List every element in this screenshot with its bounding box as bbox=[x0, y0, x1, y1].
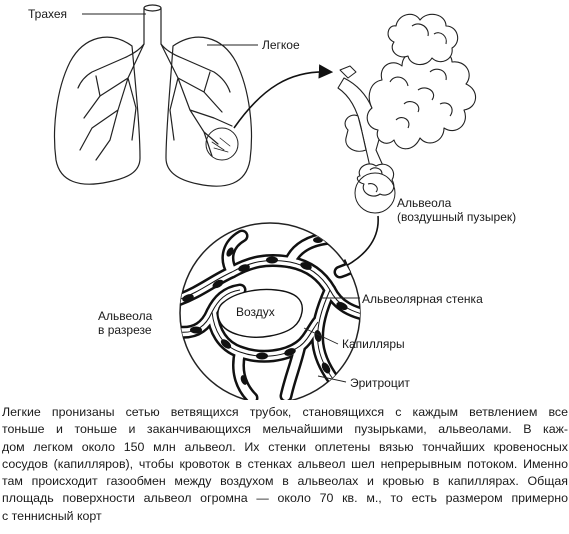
label-alveolar-wall: Альвеолярная стенка bbox=[362, 292, 483, 306]
label-alveolus: Альвеола (воздушный пузырек) bbox=[397, 196, 516, 224]
lungs bbox=[53, 4, 253, 187]
arrow-to-alveoli bbox=[233, 64, 334, 129]
right-bronchi bbox=[160, 43, 233, 157]
label-air: Воздух bbox=[236, 305, 275, 319]
air-space bbox=[217, 288, 303, 338]
label-alveolus-section: Альвеола в разрезе bbox=[98, 309, 152, 337]
capillaries-leader bbox=[303, 327, 339, 345]
caption-line: тоньше и тоньше и заканчивающихся мельча… bbox=[2, 422, 568, 437]
label-trachea: Трахея bbox=[28, 7, 68, 21]
label-alveolus-section-line-2: в разрезе bbox=[98, 323, 152, 337]
caption-line: Легкие пронизаны сетью ветвящихся трубок… bbox=[2, 405, 568, 419]
caption-line: дом легком около 150 млн альвеол. Их сте… bbox=[2, 439, 568, 454]
caption-line: площадь поверхности альвеол огромна — ок… bbox=[2, 491, 568, 506]
caption-line: сосудов (капилляров), чтобы кровоток в с… bbox=[2, 456, 568, 471]
label-alveolus-section-line-1: Альвеола bbox=[98, 309, 153, 323]
label-erythrocyte: Эритроцит bbox=[350, 376, 410, 390]
left-bronchi bbox=[79, 43, 145, 161]
caption-line: там происходит газообмен между воздухом … bbox=[2, 474, 568, 489]
right-lung-outline bbox=[165, 36, 253, 187]
label-alveolus-line-1: Альвеола bbox=[397, 196, 452, 210]
section-leaders bbox=[303, 297, 360, 383]
label-alveolus-line-2: (воздушный пузырек) bbox=[397, 210, 517, 224]
alveolus-cross-section bbox=[179, 222, 361, 404]
label-lung: Легкое bbox=[262, 38, 300, 52]
alveoli-cluster bbox=[337, 13, 477, 197]
left-lung-outline bbox=[53, 36, 141, 185]
caption: Легкие пронизаны сетью ветвящихся трубок… bbox=[2, 404, 568, 525]
erythrocyte-leader bbox=[317, 375, 347, 383]
erythrocytes bbox=[182, 237, 348, 385]
trachea-shape bbox=[77, 7, 231, 93]
lung-diagram: Трахея Легкое Альвеола (воздушный пузыре… bbox=[28, 4, 516, 404]
alveolar-sacs bbox=[366, 50, 477, 150]
trachea-top bbox=[143, 4, 162, 12]
caption-line: с теннисный корт bbox=[2, 508, 102, 523]
alveolus-zoom-circle bbox=[354, 172, 396, 214]
lung-zoom-circle bbox=[205, 127, 239, 161]
label-capillaries: Капилляры bbox=[342, 337, 405, 351]
lung-diagram-drawing bbox=[53, 4, 477, 404]
